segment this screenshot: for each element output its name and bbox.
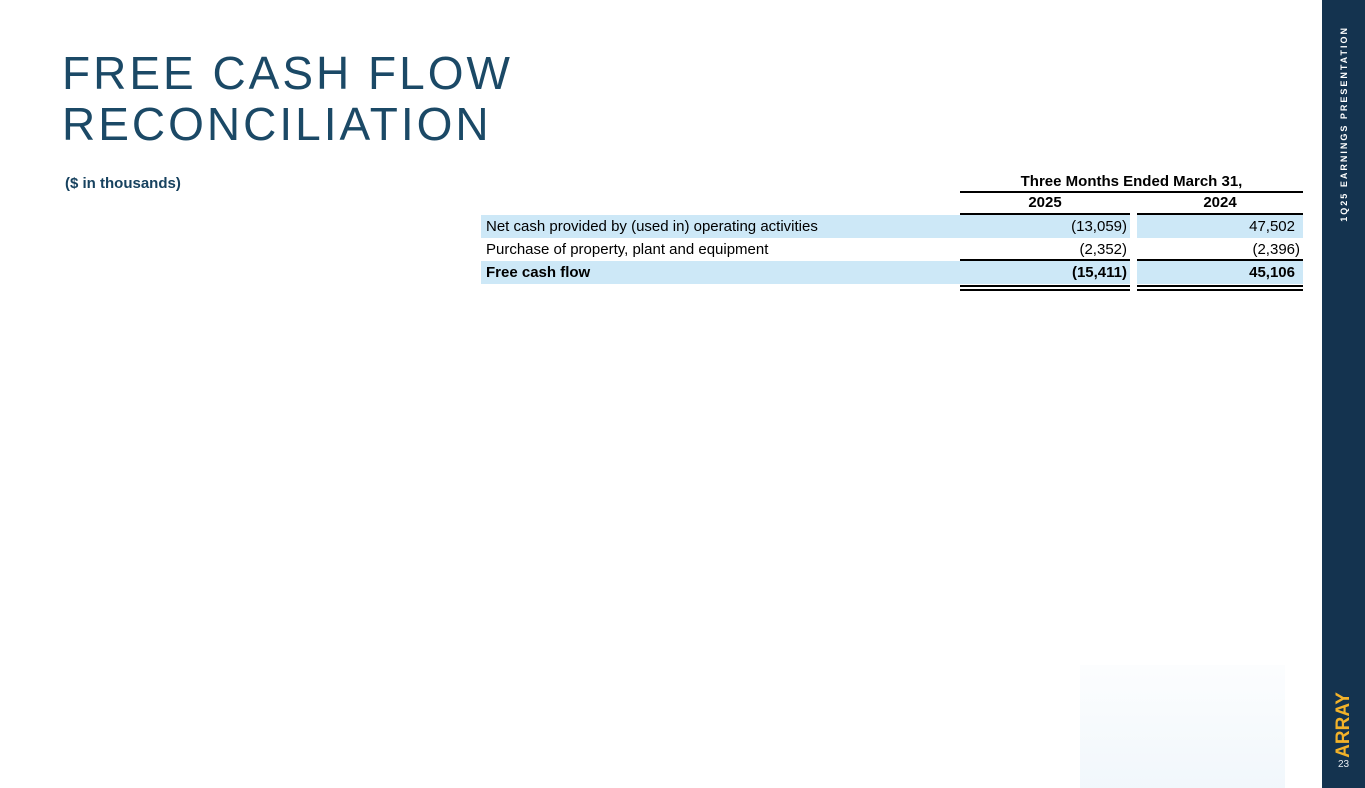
column-gap bbox=[1130, 193, 1137, 215]
column-gap bbox=[1130, 215, 1137, 238]
row-value-ppe-purchase-2025: (2,352) bbox=[960, 238, 1130, 261]
row-value-ppe-purchase-2024: (2,396) bbox=[1137, 238, 1303, 261]
sidebar: 1Q25 EARNINGS PRESENTATION ARRAY 23 bbox=[1322, 0, 1365, 788]
column-gap bbox=[1130, 238, 1137, 261]
table-corner-spacer bbox=[481, 193, 960, 215]
row-value-operating-activities-2025: (13,059) bbox=[960, 215, 1130, 238]
free-cash-flow-table: Three Months Ended March 31, 2025 2024 N… bbox=[481, 172, 1303, 291]
watermark bbox=[1080, 665, 1285, 788]
units-note: ($ in thousands) bbox=[65, 175, 181, 192]
row-label-ppe-purchase: Purchase of property, plant and equipmen… bbox=[486, 241, 769, 258]
table-corner-spacer bbox=[481, 172, 960, 193]
page-title-line2: RECONCILIATION bbox=[62, 98, 492, 150]
column-header-2025: 2025 bbox=[960, 193, 1130, 215]
page-title-line1: FREE CASH FLOW bbox=[62, 47, 513, 99]
row-label-operating-activities: Net cash provided by (used in) operating… bbox=[481, 215, 960, 238]
column-gap bbox=[1130, 261, 1137, 284]
total-double-rule-2024 bbox=[1137, 285, 1303, 291]
presentation-vertical-label: 1Q25 EARNINGS PRESENTATION bbox=[1338, 26, 1349, 222]
period-header: Three Months Ended March 31, bbox=[960, 172, 1303, 193]
total-double-rule-2025 bbox=[960, 285, 1130, 291]
table-corner-spacer bbox=[481, 284, 960, 291]
row-value-operating-activities-2024: 47,502 bbox=[1137, 215, 1303, 238]
column-header-2024: 2024 bbox=[1137, 193, 1303, 215]
column-gap bbox=[1130, 284, 1137, 291]
page-title: FREE CASH FLOW RECONCILIATION bbox=[62, 48, 513, 150]
row-value-free-cash-flow-2025: (15,411) bbox=[960, 261, 1130, 284]
page-number: 23 bbox=[1337, 759, 1350, 770]
array-logo: ARRAY bbox=[1332, 692, 1354, 758]
row-label-free-cash-flow: Free cash flow bbox=[481, 261, 960, 284]
row-value-free-cash-flow-2024: 45,106 bbox=[1137, 261, 1303, 284]
